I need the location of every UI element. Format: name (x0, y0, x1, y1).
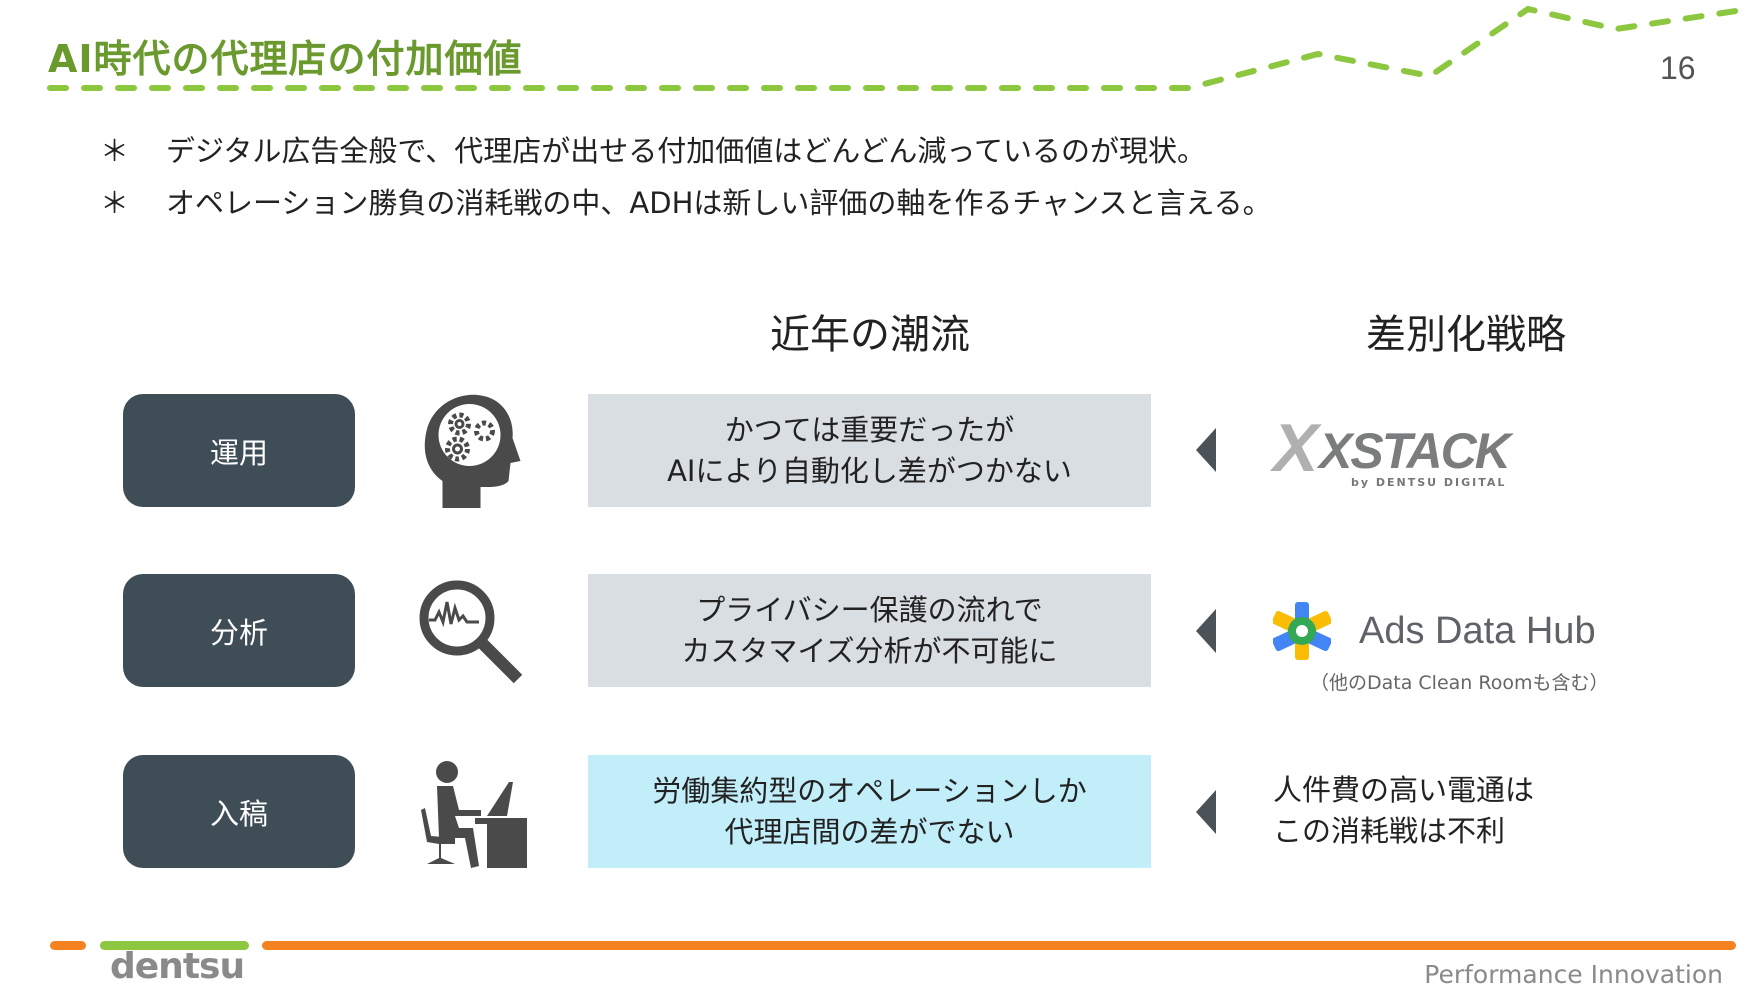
footer-bar-orange-short (50, 941, 86, 950)
ads-data-hub-wordmark: Ads Data Hub (1359, 610, 1596, 652)
page-number: 16 (1660, 50, 1696, 86)
row-label-operation: 運用 (123, 394, 355, 507)
strategy-text-line: 人件費の高い電通は (1273, 773, 1535, 807)
ads-data-hub-icon (1273, 602, 1331, 660)
footer-bar-green (100, 941, 249, 950)
bullet-marker: ＊ (100, 134, 130, 168)
bullet-marker: ＊ (100, 186, 130, 220)
strategy-text-line: この消耗戦は不利 (1273, 814, 1506, 848)
dentsu-logo: dentsu (110, 946, 245, 987)
column-header-trend: 近年の潮流 (770, 312, 970, 358)
bullet-text: デジタル広告全般で、代理店が出せる付加価値はどんどん減っているのが現状。 (166, 134, 1206, 168)
trend-text: 労働集約型のオペレーションしか (652, 773, 1087, 808)
trend-text: かつては重要だったが (724, 412, 1015, 447)
trend-text: カスタマイズ分析が不可能に (681, 633, 1058, 668)
head-gears-icon (424, 394, 521, 508)
footer-bar-orange-long (262, 941, 1736, 950)
xstack-subtitle: by DENTSU DIGITAL (1351, 476, 1507, 489)
bullet-text: オペレーション勝負の消耗戦の中、ADHは新しい評価の軸を作るチャンスと言える。 (166, 186, 1272, 220)
bullet-item: ＊ オペレーション勝負の消耗戦の中、ADHは新しい評価の軸を作るチャンスと言える。 (100, 180, 1272, 222)
adh-note: （他のData Clean Roomも含む） (1310, 672, 1609, 694)
arrow-left-icon (1196, 609, 1216, 653)
arrow-left-icon (1196, 790, 1216, 834)
person-at-desk-icon (421, 761, 527, 868)
column-header-strategy: 差別化戦略 (1366, 312, 1566, 358)
trend-text: プライバシー保護の流れで (696, 592, 1043, 627)
slide-title: AI時代の代理店の付加価値 (48, 37, 523, 81)
trend-box: かつては重要だったが AIにより自動化し差がつかない (588, 394, 1151, 507)
arrow-left-icon (1196, 428, 1216, 472)
row-label-submission: 入稿 (123, 755, 355, 868)
trend-text: AIにより自動化し差がつかない (667, 453, 1072, 488)
strategy-text: 人件費の高い電通はこの消耗戦は不利 (1273, 770, 1534, 852)
xstack-logo: X XSTACK by DENTSU DIGITAL (1273, 410, 1511, 489)
row-label-analysis: 分析 (123, 574, 355, 687)
trend-text: 代理店間の差がでない (724, 814, 1015, 849)
header-dashed-line (47, 5, 1739, 91)
trend-box: プライバシー保護の流れでカスタマイズ分析が不可能に (588, 574, 1151, 687)
bullet-item: ＊ デジタル広告全般で、代理店が出せる付加価値はどんどん減っているのが現状。 (100, 128, 1206, 170)
trend-box-highlight: 労働集約型のオペレーションしか代理店間の差がでない (588, 755, 1151, 868)
magnifier-chart-icon (419, 580, 523, 684)
footer-tagline: Performance Innovation (1424, 960, 1723, 989)
xstack-wordmark: XSTACK (1319, 423, 1511, 479)
